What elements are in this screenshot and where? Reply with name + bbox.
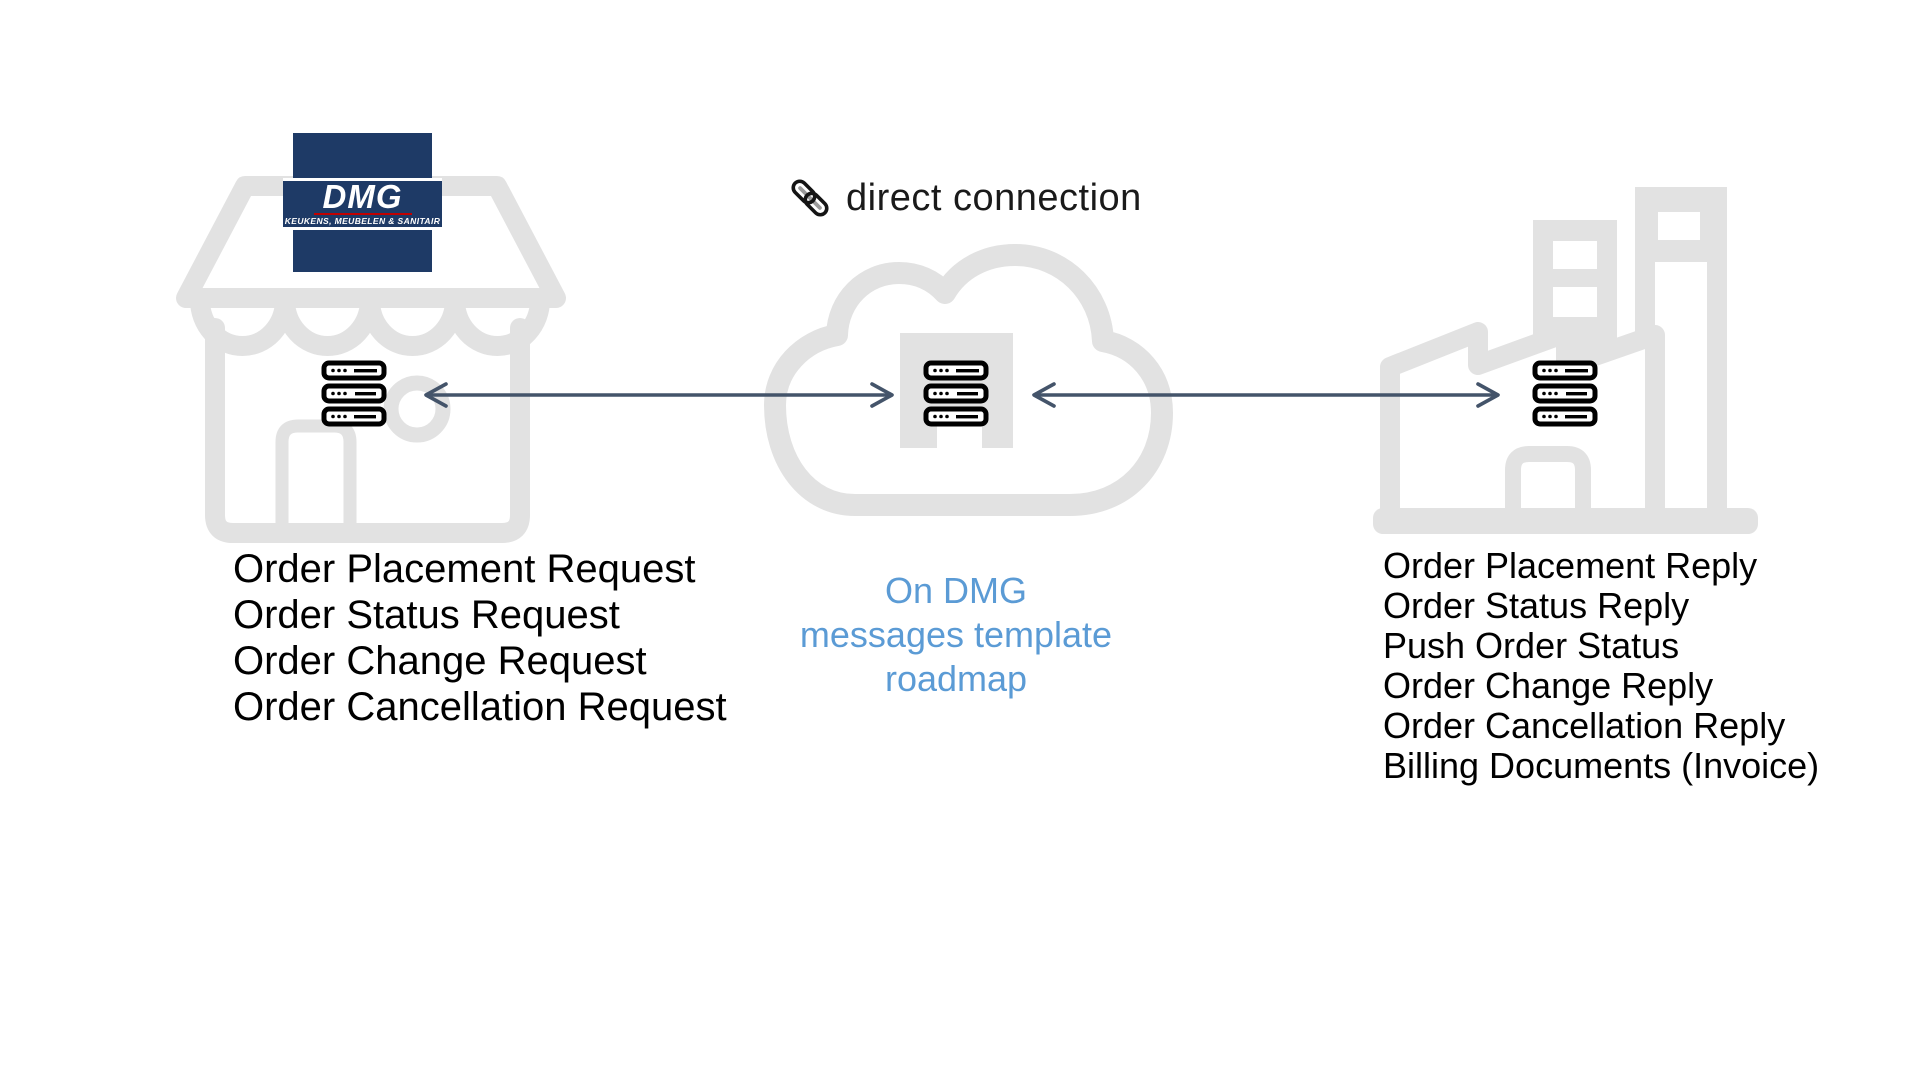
note-line: messages template <box>799 614 1113 655</box>
connector-arrow-retailer-hub <box>424 382 894 408</box>
list-item: Order Cancellation Reply <box>1383 705 1786 746</box>
server-stack-icon <box>923 360 989 427</box>
list-item: Order Status Reply <box>1383 585 1690 626</box>
retailer-message-list: Order Placement Request Order Status Req… <box>233 546 727 730</box>
list-item: Order Placement Reply <box>1383 545 1758 586</box>
dmg-logo-tagline: KEUKENS, MEUBELEN & SANITAIR <box>284 216 441 226</box>
cloud-icon <box>764 244 1173 516</box>
list-item: Order Change Reply <box>1383 665 1714 706</box>
dmg-logo: DMG KEUKENS, MEUBELEN & SANITAIR <box>283 133 442 272</box>
dmg-logo-band: DMG KEUKENS, MEUBELEN & SANITAIR <box>283 178 442 230</box>
direct-connection-label: direct connection <box>788 176 1142 220</box>
supplier-message-list: Order Placement Reply Order Status Reply… <box>1383 546 1819 786</box>
list-item: Push Order Status <box>1383 625 1680 666</box>
list-item: Billing Documents (Invoice) <box>1383 745 1820 786</box>
list-item: Order Cancellation Request <box>233 685 727 729</box>
dmg-logo-red-rule <box>313 213 412 215</box>
connector-arrow-hub-supplier <box>1032 382 1500 408</box>
note-line: roadmap <box>884 658 1028 699</box>
list-item: Order Placement Request <box>233 547 696 591</box>
hub-roadmap-note: On DMG messages template roadmap <box>736 569 1176 701</box>
factory-icon <box>1373 187 1758 534</box>
dmg-logo-brand: DMG <box>322 178 403 215</box>
direct-connection-text: direct connection <box>846 177 1142 219</box>
server-stack-icon <box>321 360 387 427</box>
link-icon <box>791 179 829 217</box>
server-stack-icon <box>1532 360 1598 427</box>
list-item: Order Change Request <box>233 639 647 683</box>
list-item: Order Status Request <box>233 593 620 637</box>
note-line: On DMG <box>884 570 1027 611</box>
